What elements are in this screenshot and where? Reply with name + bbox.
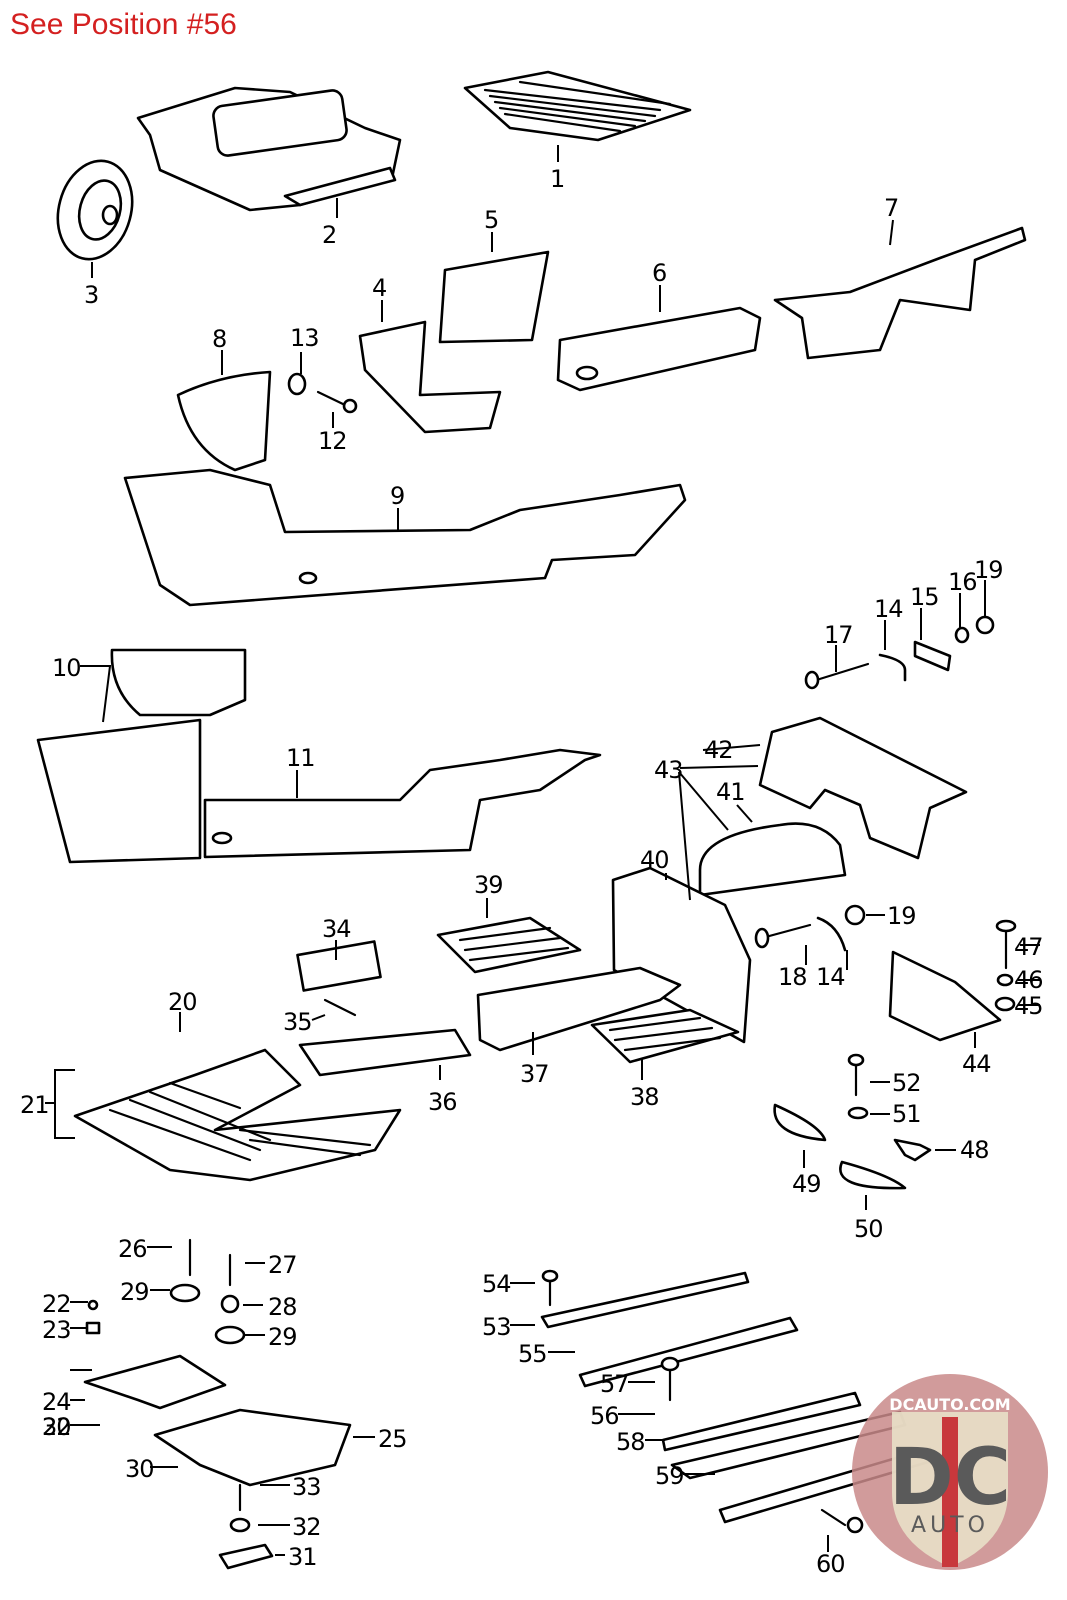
callout-22b: 22 bbox=[42, 1413, 71, 1441]
part-9-long-panel bbox=[123, 468, 687, 607]
logo-top-text: DCAUTO.COM bbox=[889, 1395, 1010, 1414]
callout-47: 47 bbox=[1014, 933, 1043, 961]
callout-38: 38 bbox=[630, 1083, 659, 1111]
callout-3: 3 bbox=[84, 281, 98, 309]
callout-53: 53 bbox=[482, 1313, 511, 1341]
callout-20: 20 bbox=[168, 988, 197, 1016]
callout-4: 4 bbox=[372, 274, 386, 302]
callout-58: 58 bbox=[616, 1428, 645, 1456]
part-53-60-strips bbox=[510, 1269, 937, 1552]
part-7-panel bbox=[773, 219, 1027, 360]
callout-19b: 19 bbox=[887, 902, 916, 930]
callout-45: 45 bbox=[1014, 992, 1043, 1020]
callout-17: 17 bbox=[824, 621, 853, 649]
callout-11: 11 bbox=[286, 744, 315, 772]
callout-10: 10 bbox=[52, 654, 81, 682]
callout-13: 13 bbox=[290, 324, 319, 352]
callout-15: 15 bbox=[910, 583, 939, 611]
callout-18: 18 bbox=[778, 963, 807, 991]
callout-labels: 1 2 3 4 5 6 7 8 9 10 11 12 13 14 14 15 1… bbox=[20, 165, 1044, 1578]
part-22-33-fasteners bbox=[70, 1238, 375, 1570]
part-10-11-panels bbox=[36, 648, 602, 864]
callout-26: 26 bbox=[118, 1235, 147, 1263]
dcauto-watermark-logo: DCAUTO.COM DC AUTO bbox=[852, 1374, 1048, 1570]
callout-23: 23 bbox=[42, 1316, 71, 1344]
callout-16: 16 bbox=[948, 568, 977, 596]
callout-41: 41 bbox=[716, 778, 745, 806]
logo-stripe bbox=[942, 1417, 958, 1567]
part-45-52-small bbox=[773, 919, 1040, 1210]
callout-46: 46 bbox=[1014, 966, 1043, 994]
callout-54: 54 bbox=[482, 1270, 511, 1298]
part-4-5-panels bbox=[358, 232, 550, 434]
part-40-44-panels bbox=[611, 716, 1002, 1048]
callout-7: 7 bbox=[884, 194, 898, 222]
part-8-panel bbox=[176, 350, 272, 472]
callout-32: 32 bbox=[292, 1513, 321, 1541]
part-12-13-fasteners bbox=[287, 352, 358, 428]
callout-27: 27 bbox=[268, 1251, 297, 1279]
callout-31: 31 bbox=[288, 1543, 317, 1571]
callout-14b: 14 bbox=[816, 963, 845, 991]
callout-29b: 29 bbox=[268, 1323, 297, 1351]
callout-49: 49 bbox=[792, 1170, 821, 1198]
callout-29a: 29 bbox=[120, 1278, 149, 1306]
callout-9: 9 bbox=[390, 482, 404, 510]
callout-24: 24 bbox=[42, 1388, 71, 1416]
callout-42: 42 bbox=[704, 736, 733, 764]
callout-43: 43 bbox=[654, 756, 683, 784]
callout-25: 25 bbox=[378, 1425, 407, 1453]
callout-2: 2 bbox=[322, 221, 336, 249]
callout-8: 8 bbox=[212, 325, 226, 353]
part-14-19-fasteners bbox=[804, 580, 995, 690]
part-3-disc bbox=[56, 159, 134, 278]
logo-letters: DC bbox=[889, 1433, 1011, 1523]
part-6-sill bbox=[556, 285, 762, 392]
see-position-note: See Position #56 bbox=[10, 8, 237, 41]
callout-40: 40 bbox=[640, 846, 669, 874]
callout-6: 6 bbox=[652, 259, 666, 287]
callout-22a: 22 bbox=[42, 1290, 71, 1318]
callout-37: 37 bbox=[520, 1060, 549, 1088]
callout-44: 44 bbox=[962, 1050, 991, 1078]
callout-56: 56 bbox=[590, 1402, 619, 1430]
callout-28: 28 bbox=[268, 1293, 297, 1321]
callout-12: 12 bbox=[318, 427, 347, 455]
callout-33: 33 bbox=[292, 1473, 321, 1501]
part-1-mat bbox=[463, 70, 692, 162]
callout-21: 21 bbox=[20, 1091, 49, 1119]
callout-39: 39 bbox=[474, 871, 503, 899]
callout-59: 59 bbox=[655, 1462, 684, 1490]
callout-5: 5 bbox=[484, 206, 498, 234]
part-2-tray bbox=[136, 86, 402, 218]
callout-60: 60 bbox=[816, 1550, 845, 1578]
part-20-39-floor bbox=[45, 898, 740, 1182]
callout-19a: 19 bbox=[974, 556, 1003, 584]
callout-34: 34 bbox=[322, 915, 351, 943]
callout-1: 1 bbox=[550, 165, 564, 193]
callout-48: 48 bbox=[960, 1136, 989, 1164]
callout-14a: 14 bbox=[874, 595, 903, 623]
logo-bottom-text: AUTO bbox=[911, 1513, 989, 1538]
callout-51: 51 bbox=[892, 1100, 921, 1128]
callout-35: 35 bbox=[283, 1008, 312, 1036]
callout-57: 57 bbox=[600, 1370, 629, 1398]
callout-30b: 30 bbox=[125, 1455, 154, 1483]
callout-55: 55 bbox=[518, 1340, 547, 1368]
callout-30a: 30 bbox=[42, 1413, 71, 1441]
callout-36: 36 bbox=[428, 1088, 457, 1116]
callout-50: 50 bbox=[854, 1215, 883, 1243]
part-18-14-19-lower bbox=[754, 904, 885, 970]
callout-52: 52 bbox=[892, 1069, 921, 1097]
